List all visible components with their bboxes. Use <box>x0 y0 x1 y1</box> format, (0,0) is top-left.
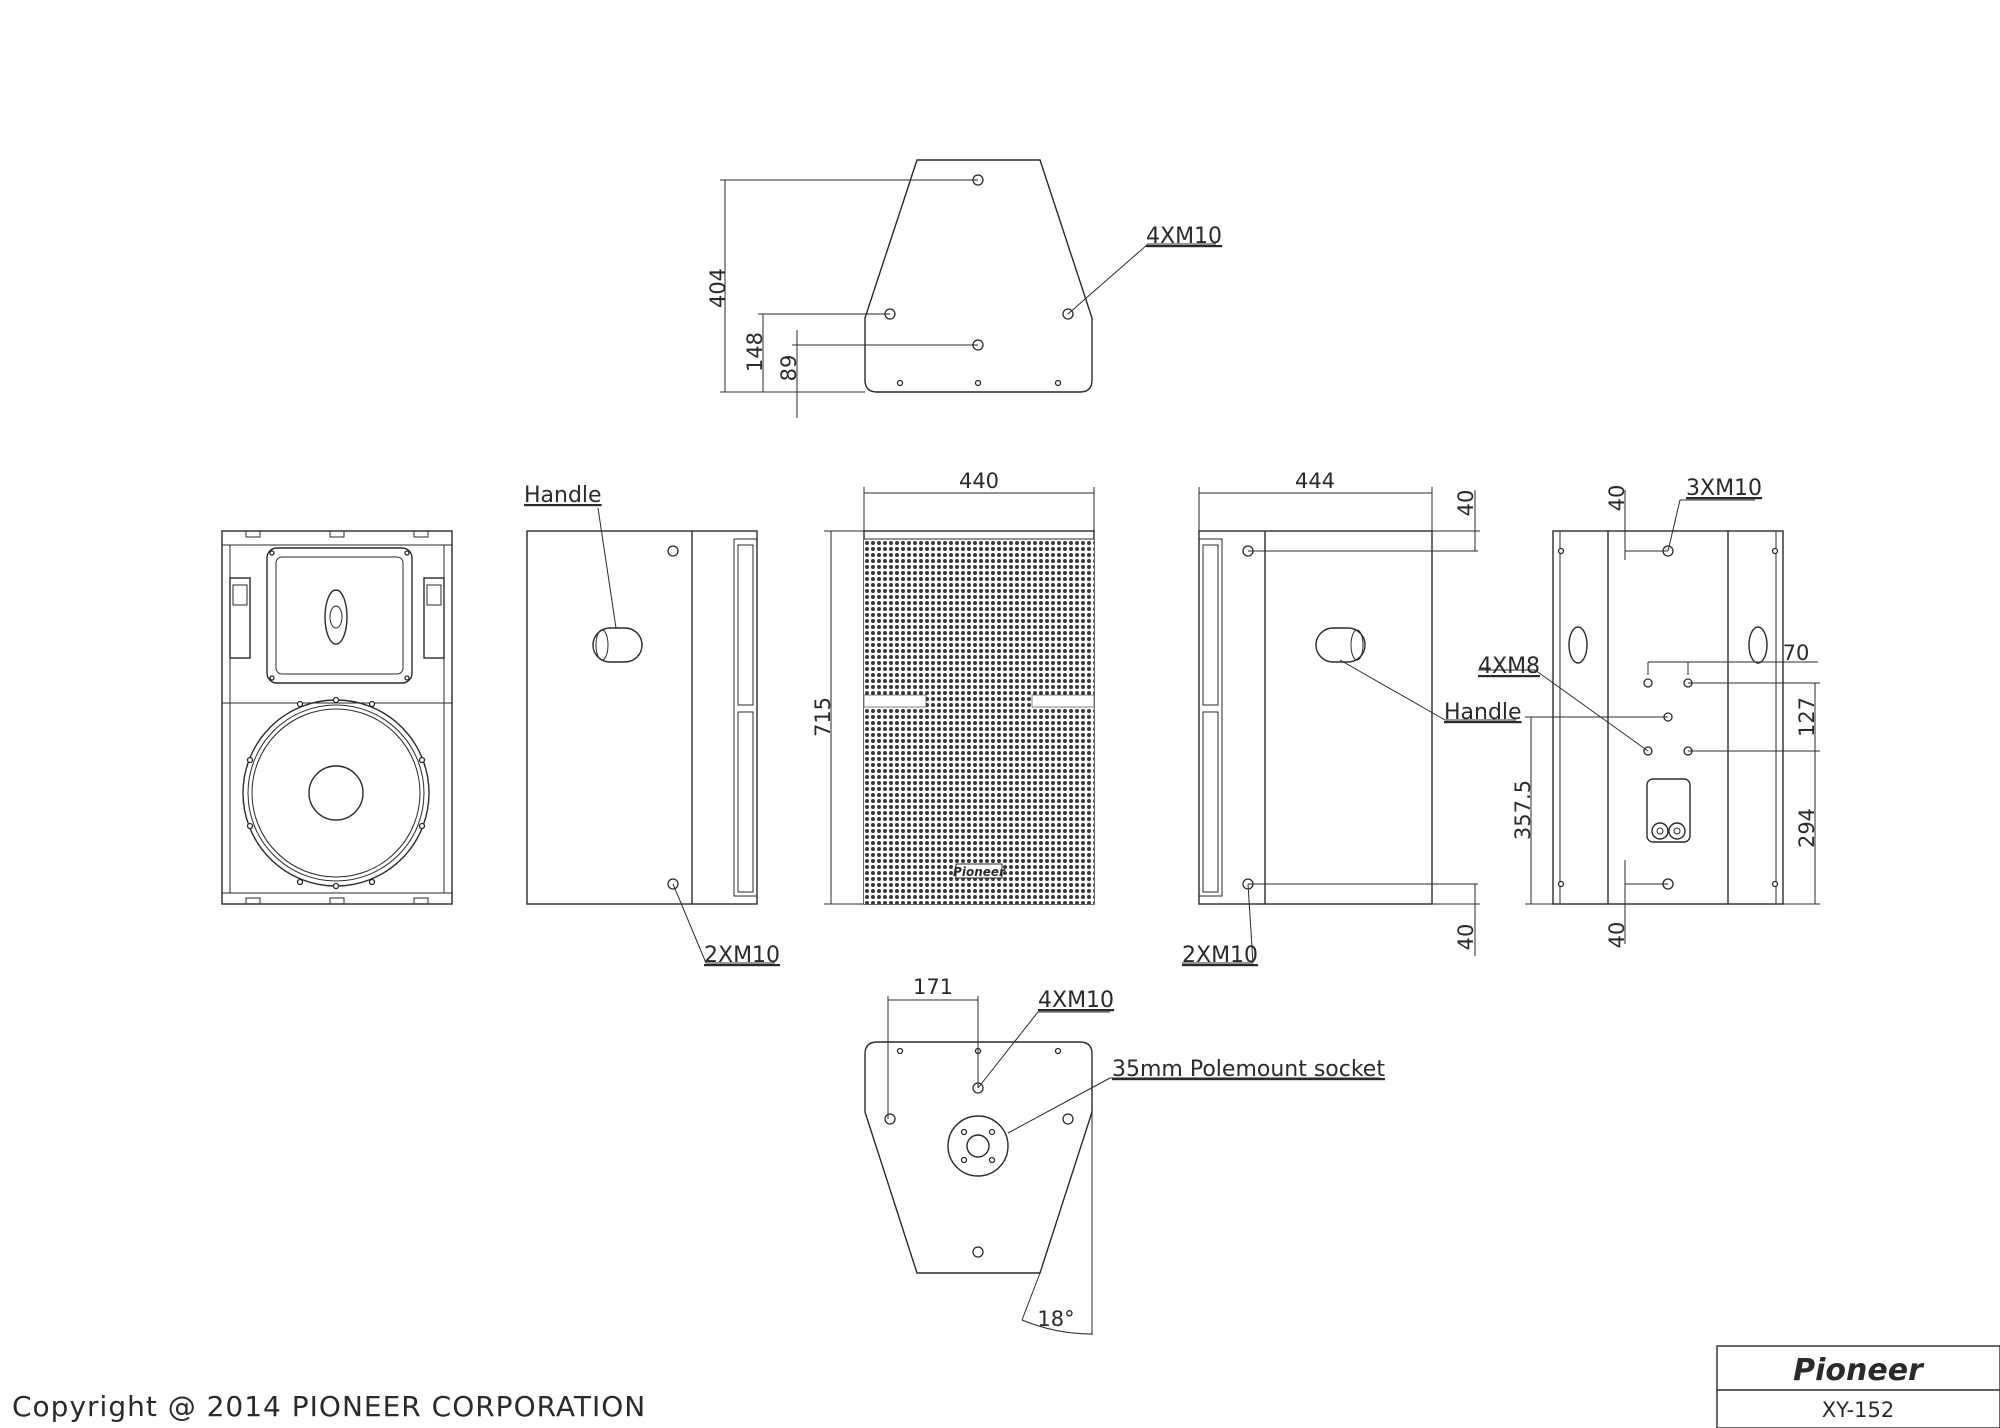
dim-127: 127 <box>1795 697 1819 737</box>
callout-bottom-4xm10: 4XM10 <box>1038 988 1114 1013</box>
left-side-view <box>525 504 775 964</box>
right-side-view <box>1182 487 1516 964</box>
callout-left-2xm10: 2XM10 <box>704 943 780 968</box>
dim-40-rear-bottom: 40 <box>1605 922 1629 949</box>
bottom-view <box>864 996 1380 1335</box>
dim-294: 294 <box>1795 808 1819 848</box>
callout-right-2xm10: 2XM10 <box>1182 943 1258 968</box>
callout-handle-left: Handle <box>524 483 602 508</box>
top-view <box>720 159 1216 418</box>
callout-handle-right: Handle <box>1444 700 1522 725</box>
interior-view <box>221 530 453 905</box>
dim-89: 89 <box>777 355 801 382</box>
callout-rear-4xm8: 4XM8 <box>1478 654 1540 679</box>
dim-70: 70 <box>1783 641 1810 665</box>
brand-logo: Pioneer <box>1793 1353 1925 1388</box>
dim-148: 148 <box>743 332 767 372</box>
dim-404: 404 <box>706 268 730 308</box>
dim-40-rear-top: 40 <box>1605 485 1629 512</box>
copyright-text: Copyright @ 2014 PIONEER CORPORATION <box>12 1390 646 1423</box>
dim-715: 715 <box>811 697 835 737</box>
dim-444: 444 <box>1295 469 1335 493</box>
grille-logo: Pioneer <box>953 865 1006 879</box>
model-number: XY-152 <box>1822 1398 1894 1422</box>
dim-357-5: 357.5 <box>1511 780 1535 840</box>
front-view: Pioneer <box>824 487 1095 905</box>
callout-rear-3xm10: 3XM10 <box>1686 476 1762 501</box>
dim-440: 440 <box>959 469 999 493</box>
callout-polemount: 35mm Polemount socket <box>1112 1057 1385 1082</box>
title-block <box>1716 1345 2000 1428</box>
rear-view <box>1478 490 1820 944</box>
callout-top-4xm10: 4XM10 <box>1146 224 1222 249</box>
dim-18-degrees: 18° <box>1037 1307 1074 1331</box>
dim-171: 171 <box>913 975 953 999</box>
dim-40-right-bottom: 40 <box>1454 924 1478 951</box>
dim-40-right-top: 40 <box>1454 490 1478 517</box>
